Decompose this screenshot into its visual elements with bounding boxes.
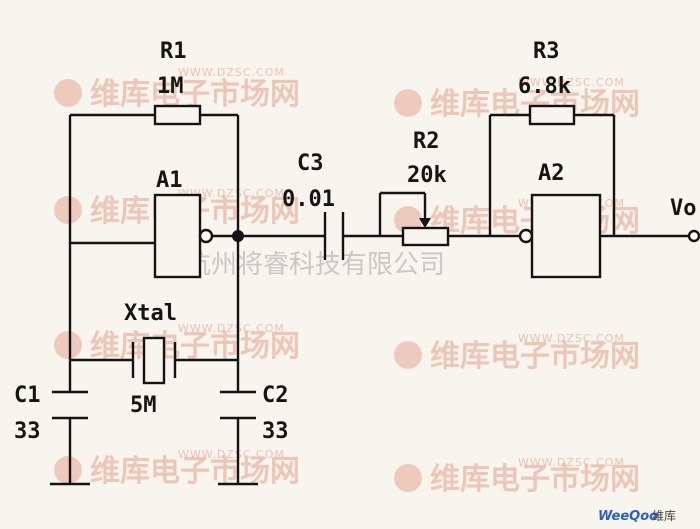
inverter-bubble-a2: [518, 228, 534, 244]
xtal-name-label: Xtal: [124, 301, 177, 326]
watermark-url: WWW.DZSC.COM: [178, 66, 285, 79]
r1-value-label: 1M: [157, 74, 184, 99]
r2-name-label: R2: [413, 129, 440, 154]
watermark-url: WWW.DZSC.COM: [178, 322, 285, 335]
c2-value-label: 33: [262, 419, 289, 444]
r3-value-label: 6.8k: [518, 74, 571, 99]
watermark-title: 维库电子市场网: [90, 329, 300, 364]
watermark-company: 杭州将睿科技有限公司: [185, 250, 445, 280]
wiper-arrow-icon: [419, 218, 431, 228]
c2-name-label: C2: [262, 383, 289, 408]
buffer-a1: [153, 193, 202, 279]
r2-value-label: 20k: [407, 163, 447, 188]
c1-name-label: C1: [14, 383, 41, 408]
a2-name-label: A2: [538, 161, 565, 186]
watermark-title: 维库电子市场网: [90, 454, 300, 489]
watermark-tile: 维库电子市场网 WWW.DZSC.COM: [394, 456, 640, 497]
xtal-value-label: 5M: [130, 393, 157, 418]
watermark-title: 维库电子市场网: [430, 462, 640, 497]
r1-name-label: R1: [160, 39, 187, 64]
watermark-tile: 维库电子市场网 WWW.DZSC.COM: [54, 322, 300, 364]
r3-name-label: R3: [533, 39, 560, 64]
crystal-xtal: [142, 336, 166, 385]
buffer-a2: [530, 193, 602, 279]
c1-value-label: 33: [14, 419, 41, 444]
brand-corner: WeeQoo 维库: [598, 508, 676, 524]
c3-value-label: 0.01: [282, 187, 335, 212]
watermark-url: WWW.DZSC.COM: [178, 187, 285, 200]
watermark-url: WWW.DZSC.COM: [178, 448, 285, 461]
potentiometer-r2: [401, 226, 450, 247]
watermark-layer: 维库电子市场网 WWW.DZSC.COM 维库电子市场网 WWW.DZSC.CO…: [54, 66, 640, 497]
c3-name-label: C3: [297, 151, 324, 176]
brand-logo-cn: 维库: [652, 508, 676, 523]
brand-logo: WeeQoo: [598, 509, 658, 524]
a1-name-label: A1: [156, 168, 183, 193]
watermark-tile: 维库电子市场网 WWW.DZSC.COM: [54, 66, 300, 112]
watermark-url: WWW.DZSC.COM: [518, 332, 625, 345]
watermark-url: WWW.DZSC.COM: [518, 456, 625, 469]
watermark-title: 维库电子市场网: [430, 339, 640, 374]
wires: [68, 113, 690, 484]
resistor-r3: [528, 104, 576, 126]
junction-dot: [232, 230, 244, 242]
output-terminal: [687, 229, 700, 243]
watermark-tile: 维库电子市场网 WWW.DZSC.COM: [54, 448, 300, 489]
watermark-tile: 维库电子市场网 WWW.DZSC.COM: [394, 332, 640, 374]
inverter-bubble-a1: [198, 228, 214, 244]
watermark-url: WWW.DZSC.COM: [518, 76, 625, 89]
resistor-r1: [153, 104, 202, 126]
output-label: Vo: [670, 196, 697, 221]
